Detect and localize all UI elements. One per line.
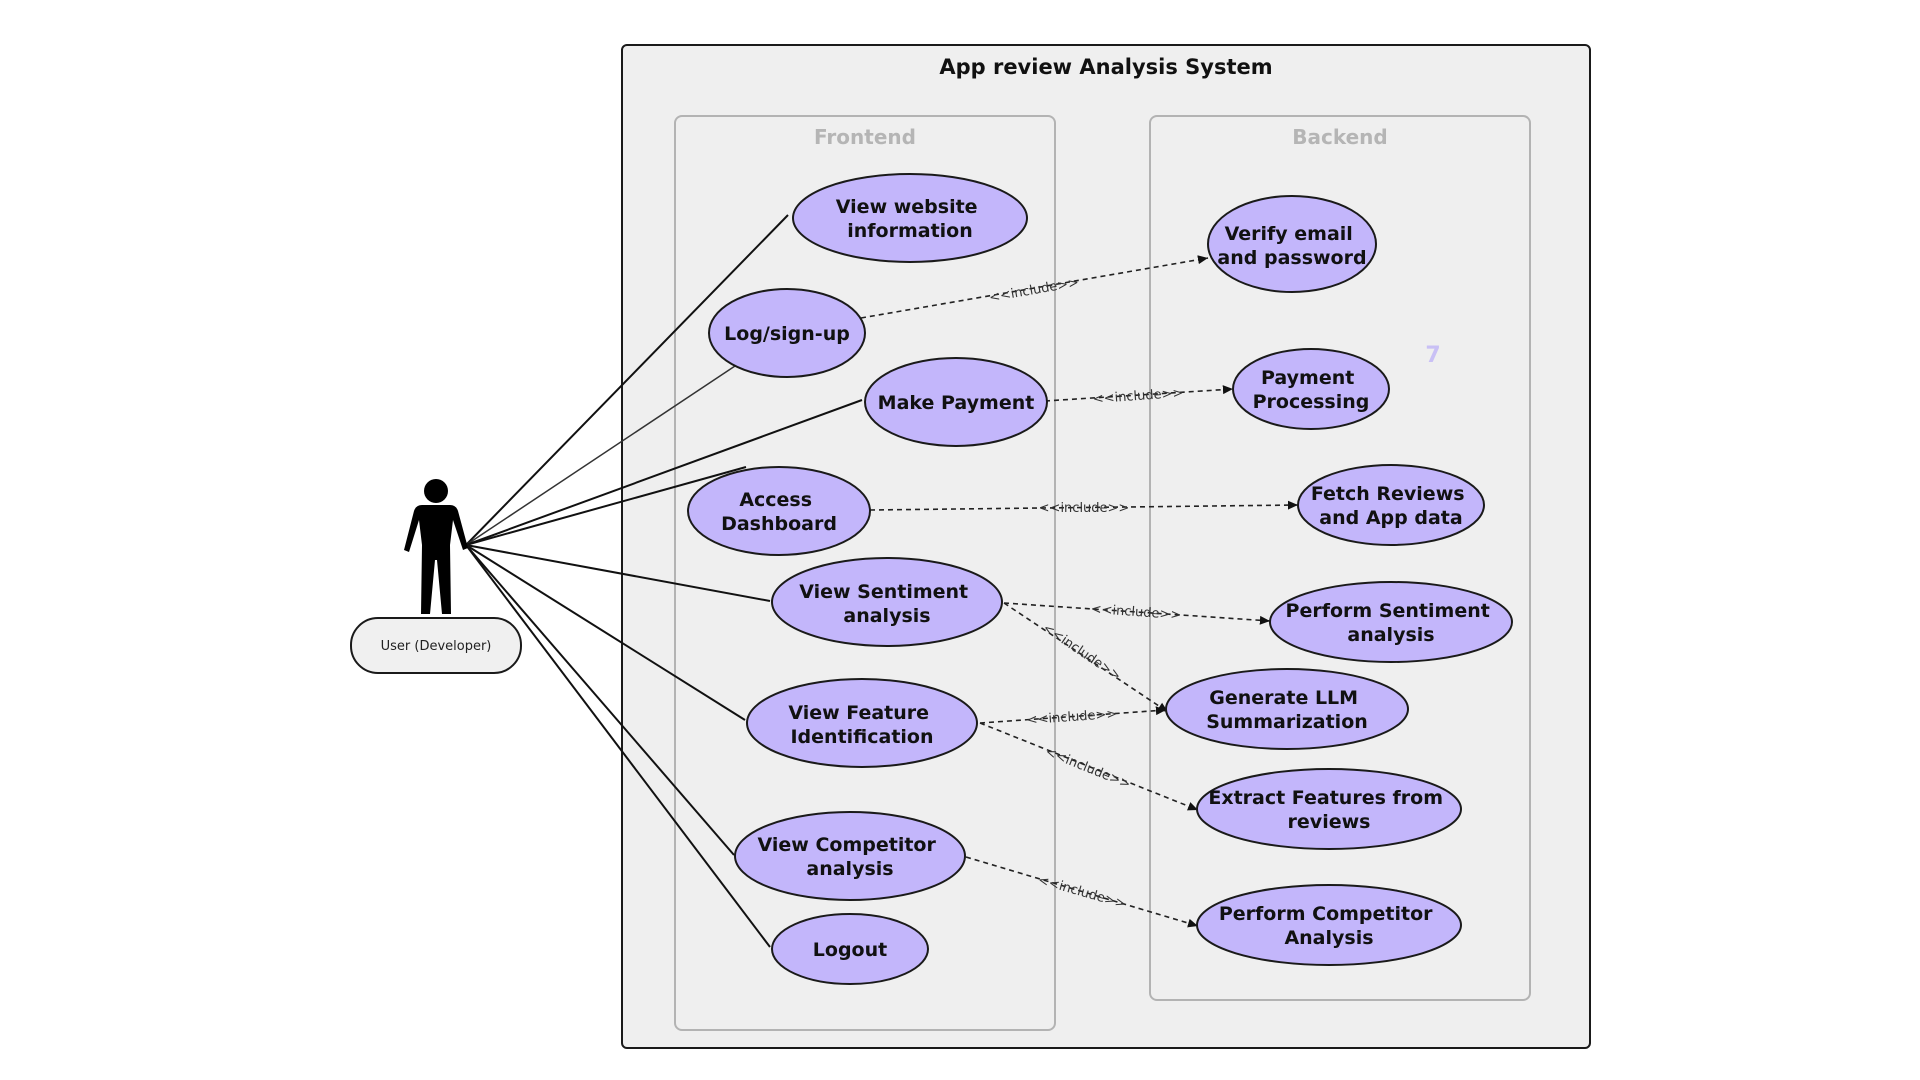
- use-case-shape: [1196, 884, 1462, 966]
- stray-mark: 7: [1425, 343, 1440, 368]
- use-case-view-feature-identification[interactable]: View Feature Identification: [746, 678, 978, 768]
- use-case-label: View Competitor analysis: [758, 834, 943, 880]
- use-case-make-payment[interactable]: Make Payment: [864, 357, 1048, 447]
- use-case-label: Extract Features from reviews: [1208, 787, 1449, 833]
- use-case-label: Logout: [813, 939, 887, 961]
- association-view-feature-identification: [465, 544, 746, 721]
- use-case-extract-features-from-reviews[interactable]: Extract Features from reviews: [1196, 768, 1462, 850]
- actor-head: [424, 479, 448, 503]
- actor-figure[interactable]: [404, 479, 468, 614]
- association-logout: [465, 544, 771, 948]
- use-case-shape: [708, 288, 866, 378]
- use-case-perform-sentiment-analysis[interactable]: Perform Sentiment analysis: [1269, 581, 1513, 663]
- use-case-logout[interactable]: Logout: [771, 913, 929, 985]
- include-line-extract-features: [979, 722, 1199, 811]
- use-case-label: Payment Processing: [1253, 367, 1370, 413]
- use-case-shape: [792, 173, 1028, 263]
- include-label-payment-processing: <<include>>: [1092, 386, 1183, 407]
- use-case-shape: [746, 678, 978, 768]
- use-case-perform-competitor-analysis[interactable]: Perform Competitor Analysis: [1196, 884, 1462, 966]
- include-label-fetch-reviews: <<include>>: [1039, 501, 1130, 516]
- use-case-label: Perform Sentiment analysis: [1286, 600, 1497, 646]
- association-view-website-information: [465, 214, 789, 546]
- use-case-shape: [771, 557, 1003, 647]
- use-case-fetch-reviews-app-data[interactable]: Fetch Reviews and App data: [1297, 464, 1485, 546]
- use-case-shape: [1165, 668, 1409, 750]
- use-case-shape: [734, 811, 966, 901]
- use-case-generate-llm-summarization[interactable]: Generate LLM Summarization: [1165, 668, 1409, 750]
- use-case-access-dashboard[interactable]: Access Dashboard: [687, 466, 871, 556]
- use-case-log-sign-up[interactable]: Log/sign-up: [708, 288, 866, 378]
- use-case-shape: [1232, 348, 1390, 430]
- use-case-label: Access Dashboard: [721, 489, 837, 535]
- system-title: App review Analysis System: [939, 55, 1272, 79]
- actor-label-box: [350, 617, 522, 674]
- use-case-label: Verify email and password: [1217, 223, 1366, 269]
- use-case-label: View Feature Identification: [788, 702, 935, 748]
- use-case-shape: [1269, 581, 1513, 663]
- use-case-label: Perform Competitor Analysis: [1219, 903, 1439, 949]
- actor-label-text: User (Developer): [381, 639, 492, 654]
- use-case-label: Generate LLM Summarization: [1206, 687, 1368, 733]
- use-case-label: View website information: [836, 196, 984, 242]
- association-make-payment: [465, 399, 863, 546]
- actor-label: User (Developer): [350, 617, 522, 674]
- use-case-label: Make Payment: [878, 392, 1035, 414]
- use-case-shape: [1196, 768, 1462, 850]
- association-log-sign-up: [465, 365, 736, 546]
- use-case-shape: [1297, 464, 1485, 546]
- backend-title: Backend: [1292, 125, 1387, 149]
- include-line-payment-processing: [1044, 385, 1234, 402]
- use-case-shape: [771, 913, 929, 985]
- include-label-perform-sentiment: <<include>>: [1090, 602, 1181, 623]
- use-case-label: View Sentiment analysis: [799, 581, 975, 627]
- use-case-payment-processing[interactable]: Payment Processing: [1232, 348, 1390, 430]
- use-case-label: Log/sign-up: [724, 323, 850, 345]
- frontend-boundary: [674, 115, 1056, 1031]
- association-access-dashboard: [465, 466, 747, 546]
- use-case-view-sentiment-analysis[interactable]: View Sentiment analysis: [771, 557, 1003, 647]
- actor-body: [404, 505, 468, 614]
- include-line-competitor-analysis: [965, 856, 1199, 928]
- include-line-verify-email: [860, 255, 1209, 319]
- include-line-feature-to-llm: [979, 706, 1167, 724]
- include-label-feature-to-llm: <<include>>: [1026, 707, 1117, 728]
- association-view-sentiment-analysis: [465, 544, 771, 602]
- association-view-competitor-analysis: [465, 544, 735, 856]
- use-case-shape: [864, 357, 1048, 447]
- actor-associations: [465, 214, 863, 948]
- use-case-shape: [1207, 195, 1377, 293]
- include-line-sentiment-to-llm: [1003, 602, 1169, 713]
- use-case-verify-email-password[interactable]: Verify email and password: [1207, 195, 1377, 293]
- use-case-view-website-information[interactable]: View website information: [792, 173, 1028, 263]
- backend-boundary: [1149, 115, 1531, 1001]
- use-case-view-competitor-analysis[interactable]: View Competitor analysis: [734, 811, 966, 901]
- use-case-shape: [687, 466, 871, 556]
- frontend-title: Frontend: [814, 125, 916, 149]
- use-case-label: Fetch Reviews and App data: [1311, 483, 1471, 529]
